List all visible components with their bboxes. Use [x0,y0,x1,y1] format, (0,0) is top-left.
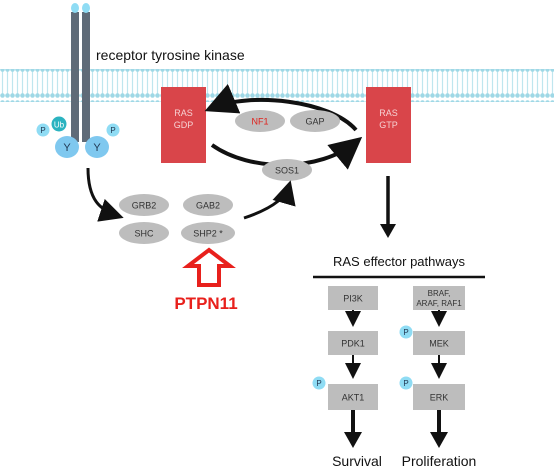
shp2-node [181,222,235,244]
gap-arrow [204,83,358,132]
gap-label: GAP [305,117,324,127]
mek-box [413,331,465,355]
mek-phospho-badge [399,325,413,339]
pdk1-box [328,331,378,355]
mek-phospho-label: P [403,328,408,337]
grb2-label: GRB2 [132,201,157,211]
nf1-label: NF1 [251,117,268,127]
sos1-node [262,159,312,181]
phospho-label-left: P [40,126,45,135]
shc-node [119,222,169,244]
shp2-label: SHP2 * [193,229,223,239]
ras-gtp-box [366,87,411,163]
nf1-node [235,110,285,132]
pi3k-box [328,286,378,310]
akt1-phospho-label: P [316,379,321,388]
erk-to-proliferation-arrowhead [430,432,448,448]
phospho-badge-right [106,123,120,137]
receptor-to-adaptors-arrow [86,167,124,222]
phospho-label-right: P [110,126,115,135]
akt1-to-survival-arrowhead [344,432,362,448]
ras-gtp-line1: RAS [379,108,398,118]
ubiquitin-badge [51,116,67,132]
gab2-label: GAB2 [196,201,220,211]
akt1-box [328,384,378,410]
erk-label: ERK [430,393,449,403]
raf-box [413,286,465,310]
ubiquitin-label: Ub [54,121,65,130]
phospho-badge-left [36,123,50,137]
survival-label: Survival [332,453,382,469]
ras-gdp-line1: RAS [174,108,193,118]
mek-label: MEK [429,339,449,349]
receptor-label: receptor tyrosine kinase [96,47,245,63]
ptpn11-pointer-arrow [182,247,236,287]
raf-line1: BRAF, [428,289,451,298]
gab2-node [183,194,233,216]
ras-gdp-box [161,87,206,163]
gap-node [290,110,340,132]
effector-pathways-title: RAS effector pathways [333,254,465,269]
akt1-label: AKT1 [342,393,365,403]
proliferation-label: Proliferation [402,453,477,469]
tyrosine-left-label: Y [63,142,71,154]
pdk1-label: PDK1 [341,339,365,349]
receptor-tyrosine-kinase: Y Y Ub P P [36,3,120,158]
shc-label: SHC [134,229,154,239]
erk-box [413,384,465,410]
akt1-phospho-badge [312,376,326,390]
pi3k-label: PI3K [343,294,363,304]
erk-phospho-badge [399,376,413,390]
erk-phospho-label: P [403,379,408,388]
grb2-node [119,194,169,216]
ras-gtp-line2: GTP [379,120,398,130]
adaptors-to-sos1-arrow [243,180,296,220]
sos1-label: SOS1 [275,166,299,176]
ras-to-effectors-arrowhead [380,224,396,238]
tyrosine-left [55,136,79,158]
ptpn11-label: PTPN11 [174,294,237,313]
ras-gdp-line2: GDP [174,120,194,130]
tyrosine-right-label: Y [93,142,101,154]
raf-line2: ARAF, RAF1 [416,299,462,308]
tyrosine-right [85,136,109,158]
cell-membrane [0,69,554,102]
